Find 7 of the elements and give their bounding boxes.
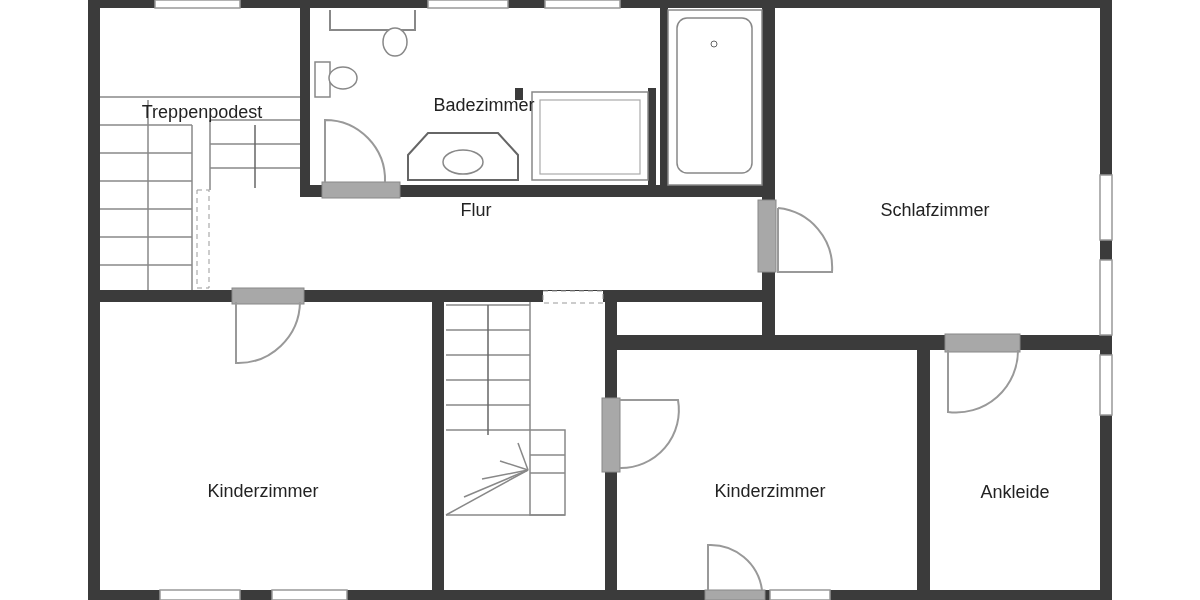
room-label: Badezimmer xyxy=(433,94,535,116)
room-label: Flur xyxy=(460,199,492,221)
room-label: Kinderzimmer xyxy=(207,480,319,502)
room-label: Treppenpodest xyxy=(141,101,263,123)
room-label: Ankleide xyxy=(980,481,1050,503)
room-label: Kinderzimmer xyxy=(714,480,826,502)
room-label: Schlafzimmer xyxy=(880,199,990,221)
